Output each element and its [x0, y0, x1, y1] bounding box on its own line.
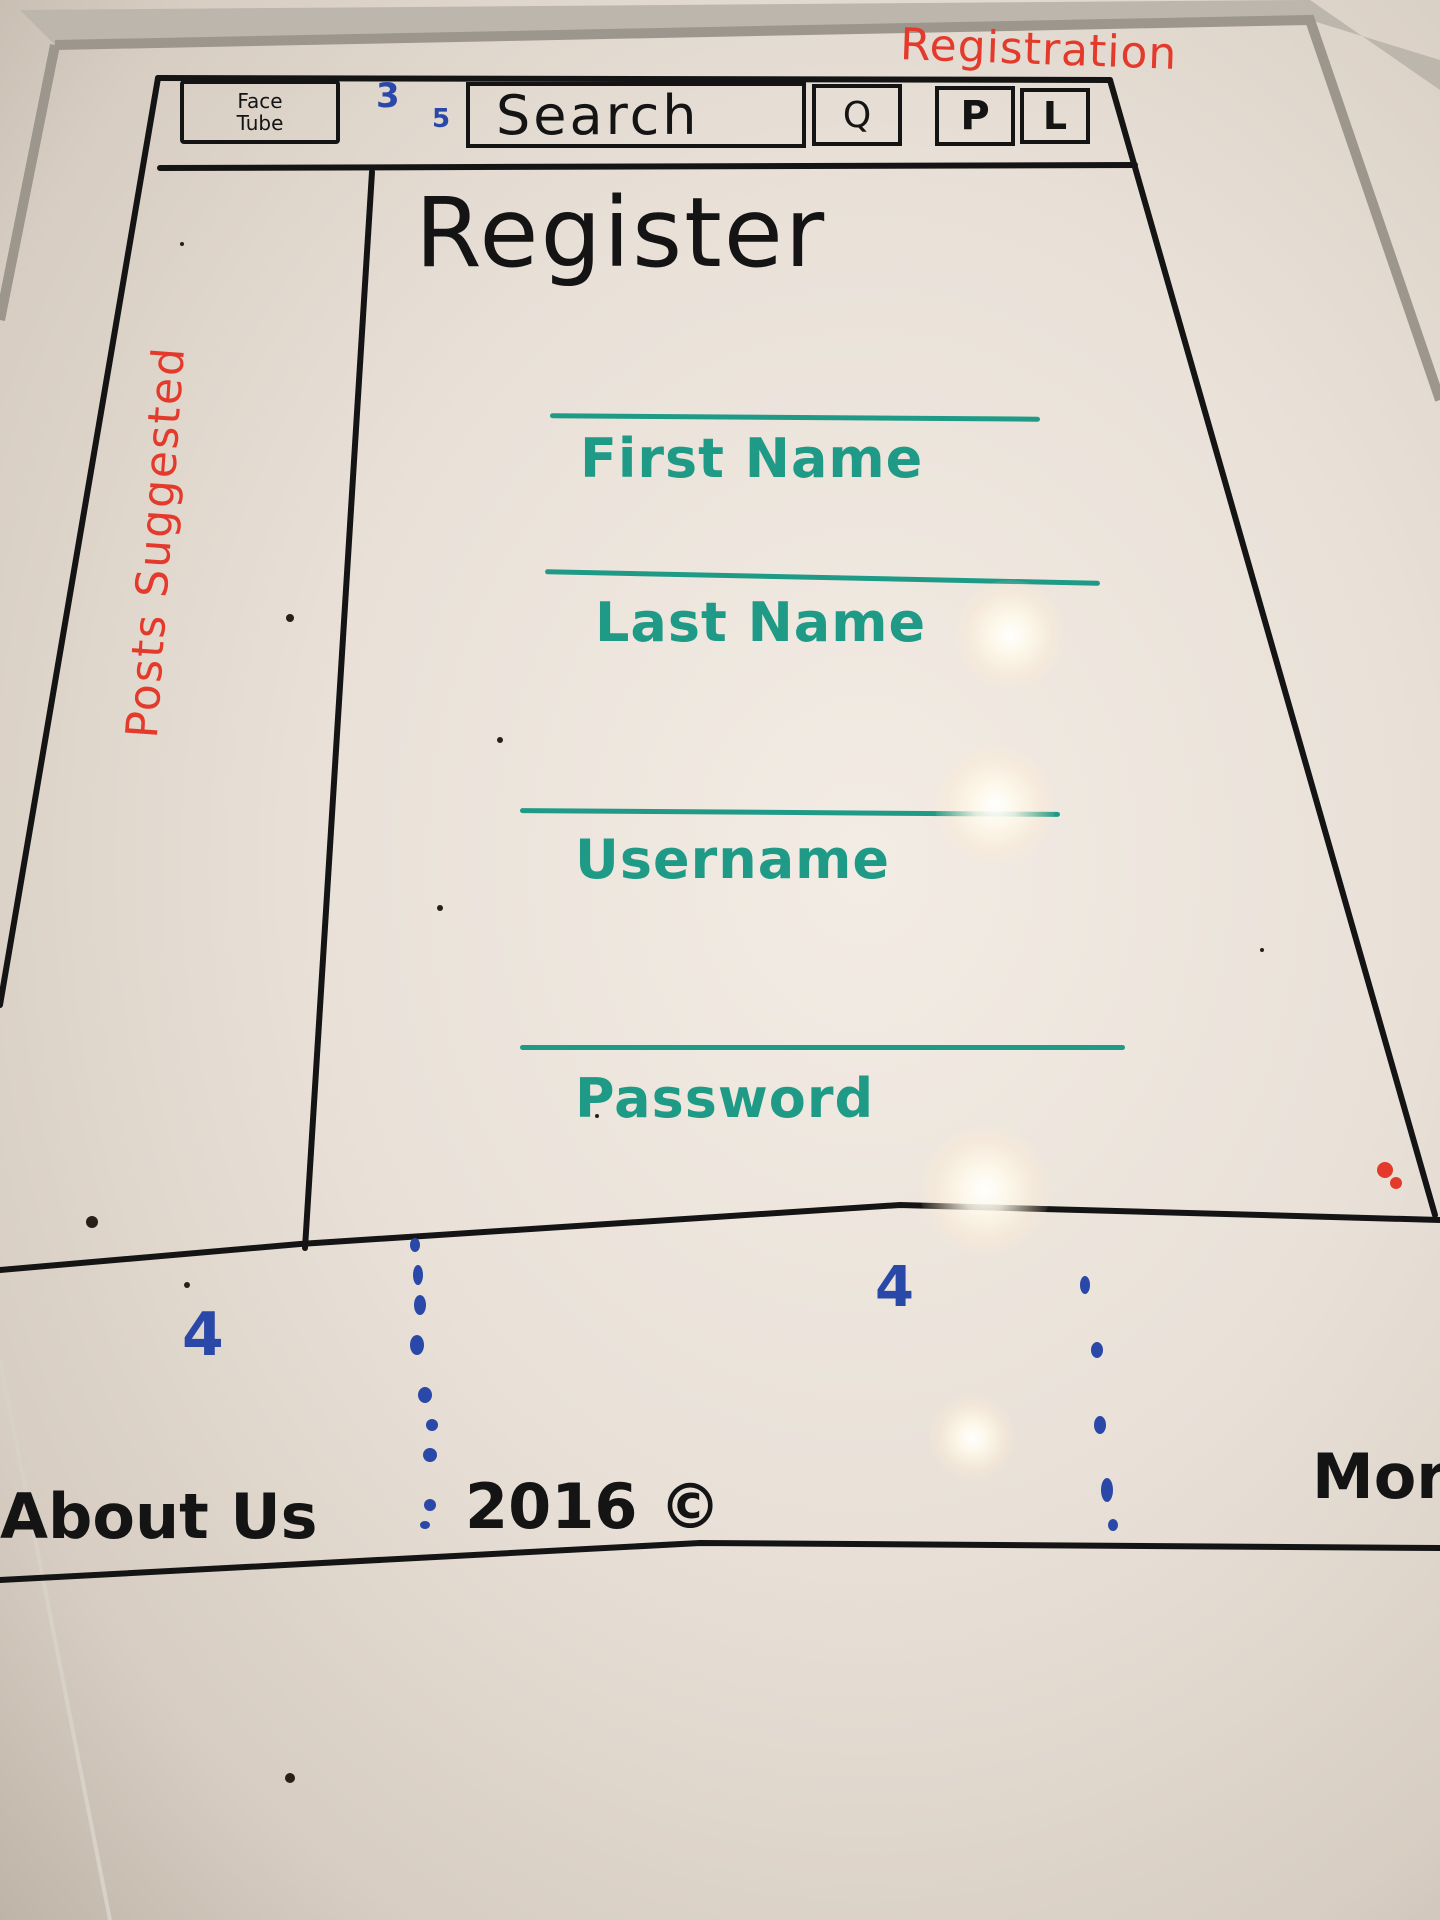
login-button[interactable]: L [1020, 88, 1090, 144]
glare-reflection [930, 1395, 1015, 1480]
logo-line-1: Face [237, 89, 283, 113]
input-underline [545, 569, 1100, 586]
footer-marker-left: 4 [182, 1300, 224, 1370]
search-button[interactable]: Q [812, 84, 902, 146]
page-title: Register [415, 177, 827, 289]
first-name-label: First Name [580, 427, 924, 490]
logo-line-2: Tube [236, 111, 284, 135]
search-input-label: Search [496, 83, 700, 147]
more-link[interactable]: Mor [1312, 1440, 1440, 1513]
glare-reflection [955, 580, 1065, 690]
logo-marker-number: 3 [376, 76, 400, 116]
site-logo[interactable]: Face Tube [180, 80, 340, 144]
password-label: Password [575, 1067, 875, 1130]
screen-name-annotation: Registration [899, 19, 1179, 80]
glare-reflection [920, 1125, 1050, 1255]
about-us-link[interactable]: About Us [0, 1480, 318, 1553]
copyright-text: 2016 © [465, 1470, 722, 1543]
input-underline [520, 1045, 1125, 1050]
magnifier-icon: Q [842, 94, 872, 136]
search-input[interactable]: Search [466, 82, 806, 148]
username-label: Username [575, 828, 891, 891]
input-underline [519, 808, 1061, 817]
last-name-label: Last Name [595, 591, 927, 654]
login-button-label: L [1042, 94, 1068, 138]
footer-marker-right: 4 [875, 1255, 914, 1320]
profile-button[interactable]: P [935, 86, 1015, 146]
glare-reflection [935, 745, 1055, 865]
input-underline [549, 413, 1041, 422]
profile-button-label: P [960, 93, 990, 139]
search-marker-number: 5 [432, 104, 451, 134]
sidebar-annotation: Posts Suggested [116, 344, 196, 740]
